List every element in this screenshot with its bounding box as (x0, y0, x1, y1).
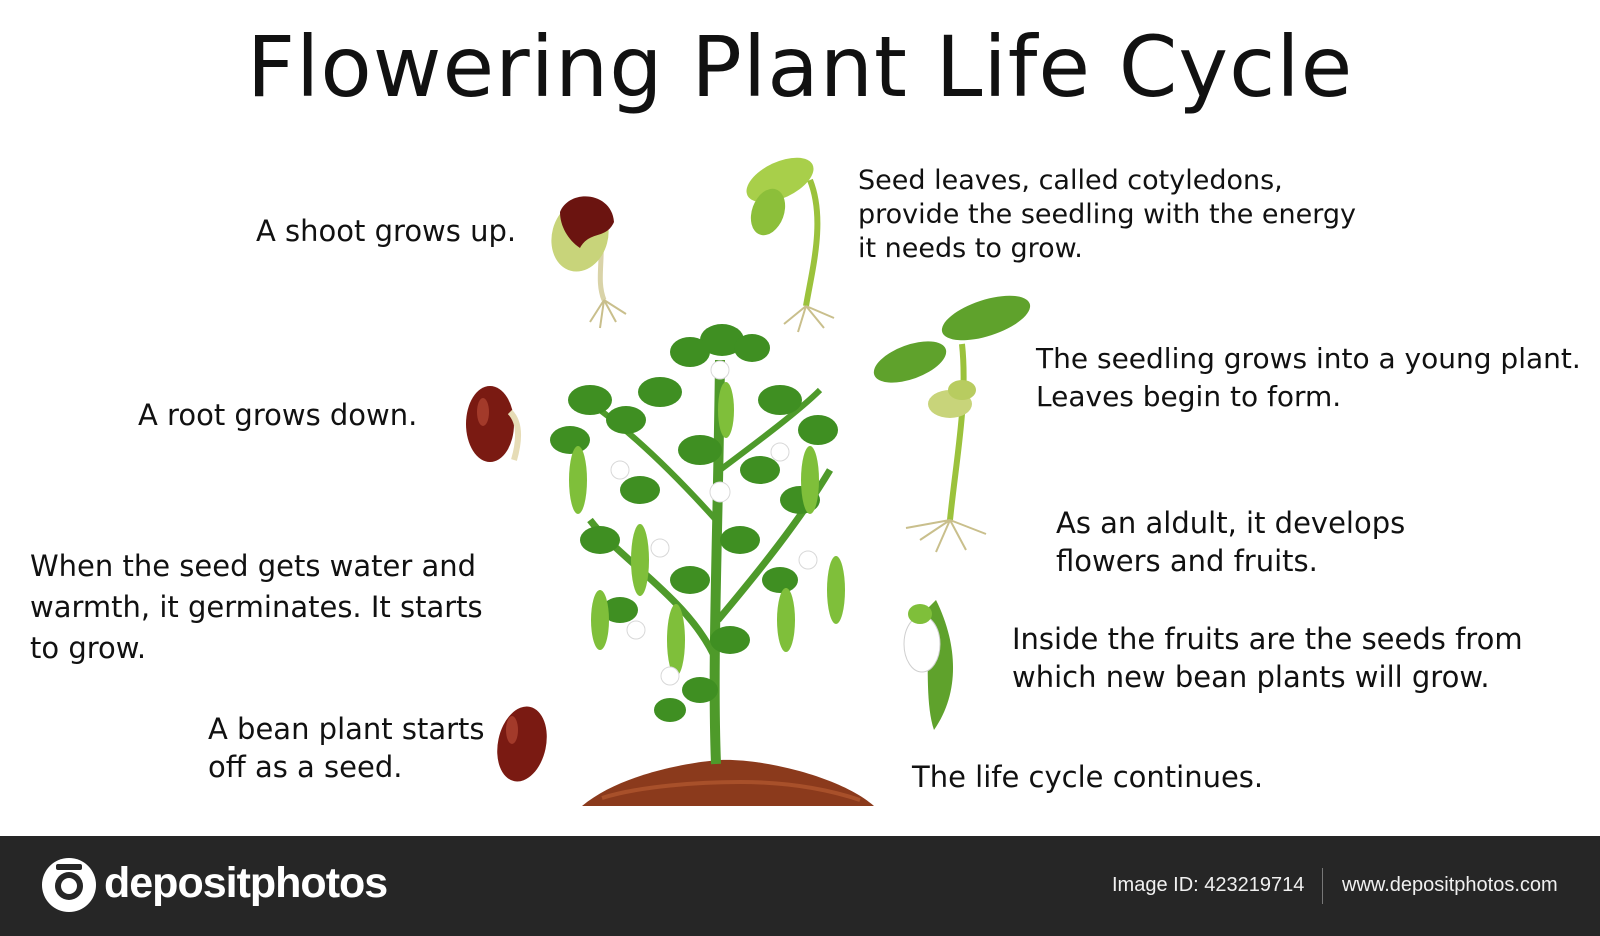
bean-seed-icon (497, 706, 547, 782)
life-cycle-illustration (466, 157, 1031, 806)
adult-bean-plant-icon (550, 324, 874, 806)
caption-shoot: A shoot grows up. (256, 212, 516, 250)
caption-germinate-line-3: to grow. (30, 631, 147, 665)
caption-seedling-line-1: The seedling grows into a young plant. (1036, 342, 1581, 375)
caption-germinate: When the seed gets water and warmth, it … (30, 546, 483, 669)
caption-seed: A bean plant starts off as a seed. (208, 710, 485, 786)
caption-adult-line-2: flowers and fruits. (1056, 544, 1318, 578)
caption-fruits-line-2: which new bean plants will grow. (1012, 660, 1490, 694)
caption-seed-line-2: off as a seed. (208, 750, 403, 784)
rooting-seed-icon (466, 386, 521, 462)
caption-shoot-line-1: A shoot grows up. (256, 214, 517, 248)
page-title: Flowering Plant Life Cycle (246, 18, 1354, 116)
caption-root-line-1: A root grows down. (138, 398, 418, 432)
footer-logo-text: depositphotos (104, 859, 388, 907)
camera-logo-icon (42, 858, 96, 912)
caption-cotyledons: Seed leaves, called cotyledons, provide … (858, 164, 1356, 266)
cotyledon-seedling-icon (746, 157, 835, 333)
footer-website-link[interactable]: www.depositphotos.com (1342, 874, 1558, 896)
bean-pod-icon (903, 600, 954, 730)
caption-seedling: The seedling grows into a young plant. L… (1036, 340, 1581, 416)
caption-cotyledons-line-2: provide the seedling with the energy (858, 199, 1356, 230)
caption-continues-line-1: The life cycle continues. (912, 760, 1264, 794)
sprouting-seed-icon (551, 196, 627, 329)
caption-seed-line-1: A bean plant starts (208, 712, 485, 746)
caption-fruits: Inside the fruits are the seeds from whi… (1012, 620, 1523, 696)
caption-adult-line-1: As an aldult, it develops (1056, 506, 1406, 540)
caption-cotyledons-line-1: Seed leaves, called cotyledons, (858, 165, 1283, 196)
footer-separator (1322, 868, 1323, 904)
caption-seedling-line-2: Leaves begin to form. (1036, 380, 1342, 413)
caption-cotyledons-line-3: it needs to grow. (858, 233, 1083, 264)
caption-root: A root grows down. (138, 396, 417, 434)
caption-germinate-line-2: warmth, it germinates. It starts (30, 590, 483, 624)
caption-germinate-line-1: When the seed gets water and (30, 549, 477, 583)
footer-bar: depositphotos Image ID: 423219714 www.de… (0, 836, 1600, 936)
caption-fruits-line-1: Inside the fruits are the seeds from (1012, 622, 1523, 656)
caption-adult: As an aldult, it develops flowers and fr… (1056, 504, 1405, 580)
young-plant-icon (873, 295, 1031, 553)
footer-image-id: Image ID: 423219714 (1112, 874, 1305, 896)
caption-continues: The life cycle continues. (912, 758, 1263, 796)
